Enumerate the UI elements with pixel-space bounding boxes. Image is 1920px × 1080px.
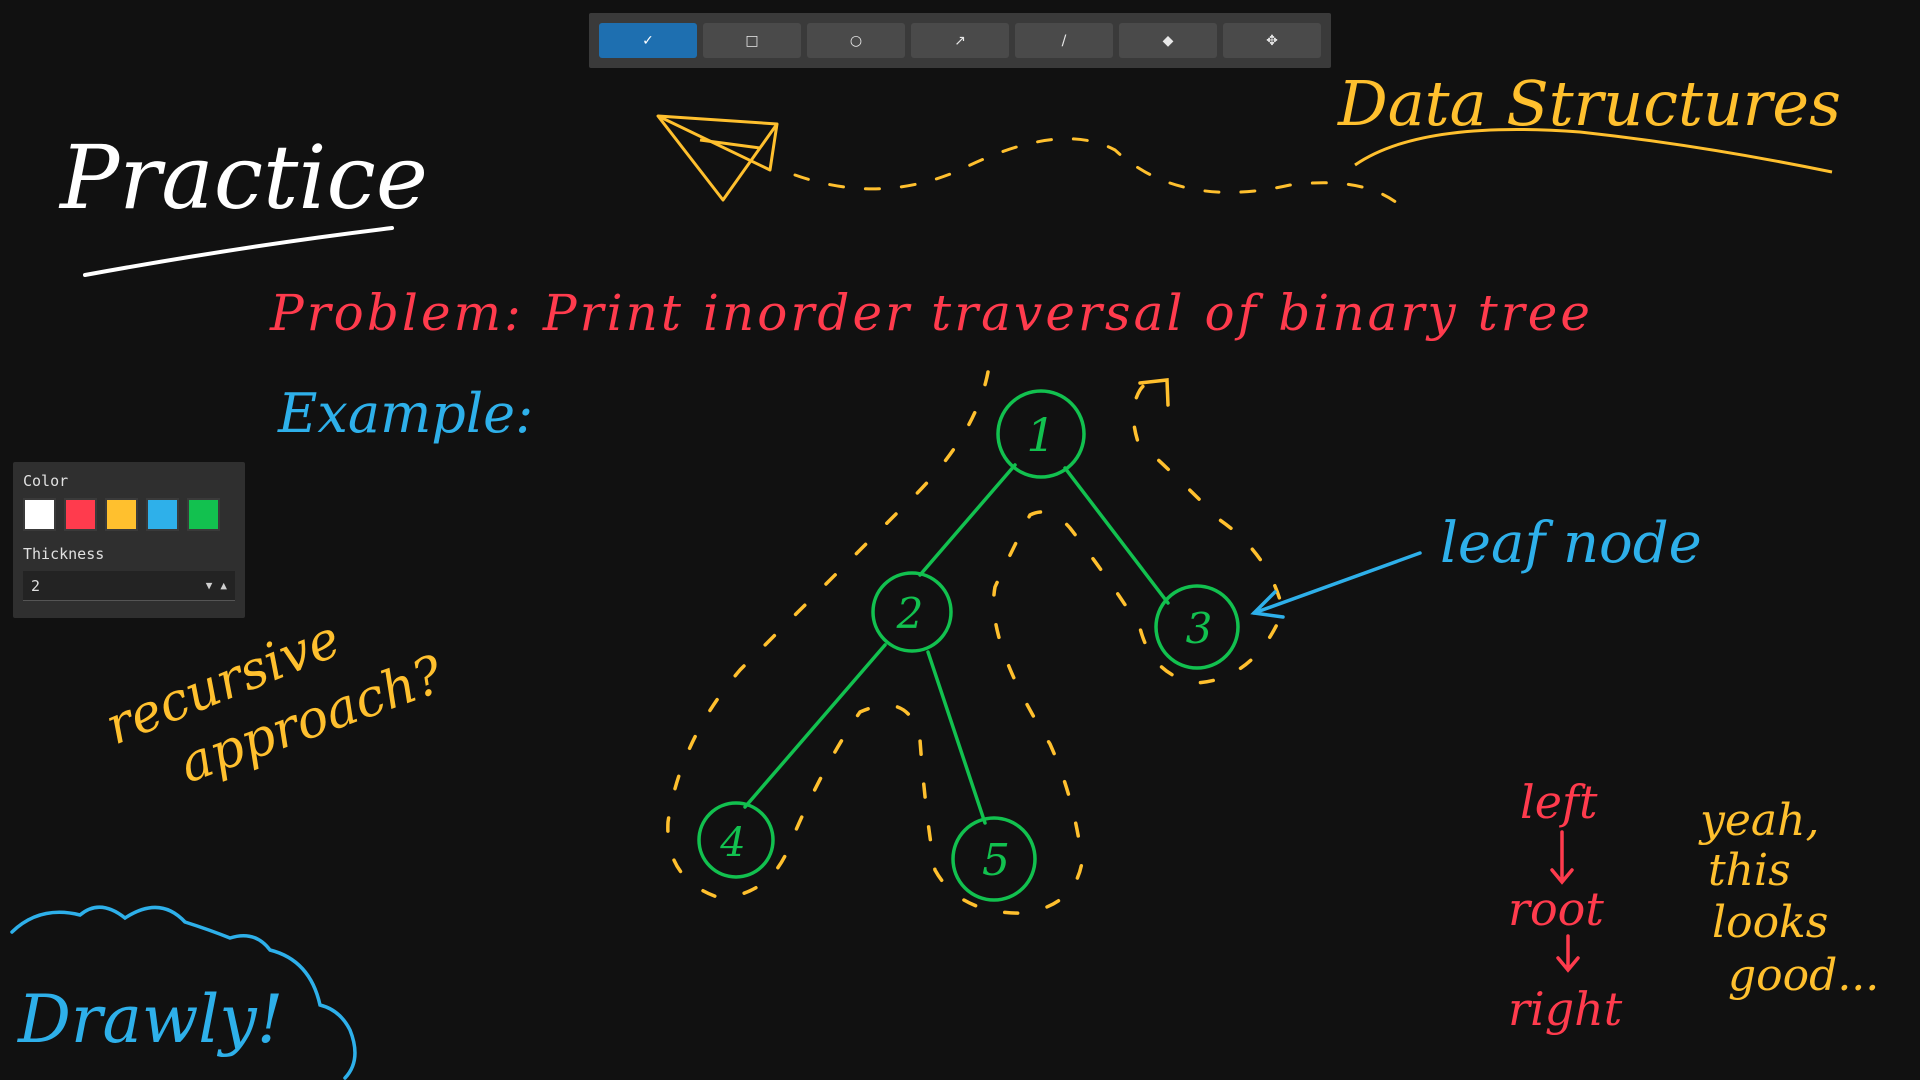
ellipse-tool-button[interactable]: ○ bbox=[807, 23, 905, 58]
svg-text:2: 2 bbox=[896, 589, 924, 638]
flight-path-dashed bbox=[793, 137, 1407, 212]
svg-text:4: 4 bbox=[719, 820, 745, 866]
ellipse-icon: ○ bbox=[849, 32, 863, 49]
traversal-arrowhead bbox=[1138, 378, 1170, 407]
traversal-path-dashed bbox=[666, 370, 1285, 915]
tool-toolbar: ✓ □ ○ ↗ / ◆ ✥ bbox=[589, 13, 1331, 68]
line-tool-button[interactable]: / bbox=[1015, 23, 1113, 58]
pencil-tool-button[interactable]: ✓ bbox=[599, 23, 697, 58]
edge-1-3 bbox=[1063, 466, 1170, 605]
chevron-up-icon[interactable]: ▲ bbox=[220, 579, 227, 592]
order-arrow-2 bbox=[1556, 934, 1580, 973]
title-underline bbox=[83, 226, 394, 277]
chevron-down-icon[interactable]: ▼ bbox=[205, 579, 213, 592]
subject-data-structures: Data Structures bbox=[1337, 67, 1841, 140]
edge-2-4 bbox=[743, 643, 887, 809]
thickness-label: Thickness bbox=[23, 545, 105, 563]
comment-line2: this bbox=[1708, 845, 1791, 896]
comment-line1: yeah, bbox=[1698, 795, 1819, 846]
tree-edges bbox=[743, 463, 1170, 825]
eraser-icon: ◆ bbox=[1162, 32, 1174, 49]
edge-2-5 bbox=[926, 650, 987, 825]
move-icon: ✥ bbox=[1266, 32, 1278, 49]
tree-node-2: 2 bbox=[871, 571, 953, 653]
move-tool-button[interactable]: ✥ bbox=[1223, 23, 1321, 58]
arrow-icon: ↗ bbox=[954, 32, 966, 49]
cloud-doodle bbox=[10, 905, 357, 1080]
pencil-icon: ✓ bbox=[642, 32, 654, 49]
comment-line4: good... bbox=[1728, 950, 1879, 1001]
leaf-node-label: leaf node bbox=[1440, 511, 1702, 576]
comment-line3: looks bbox=[1712, 897, 1828, 948]
problem-statement: Problem: Print inorder traversal of bina… bbox=[269, 284, 1590, 342]
example-label: Example: bbox=[277, 382, 533, 445]
tree-node-3: 3 bbox=[1154, 584, 1240, 670]
thickness-input[interactable]: 2 ▼ ▲ bbox=[23, 571, 235, 601]
svg-text:5: 5 bbox=[982, 835, 1010, 886]
thickness-spinner: ▼ ▲ bbox=[206, 579, 227, 592]
rectangle-icon: □ bbox=[745, 32, 759, 49]
rectangle-tool-button[interactable]: □ bbox=[703, 23, 801, 58]
tree-node-4: 4 bbox=[697, 801, 775, 879]
style-panel: Color Thickness 2 ▼ ▲ bbox=[13, 462, 245, 618]
thickness-value: 2 bbox=[31, 576, 41, 595]
eraser-tool-button[interactable]: ◆ bbox=[1119, 23, 1217, 58]
tree-node-1: 1 bbox=[996, 389, 1086, 479]
app-name-drawly: Drawly! bbox=[17, 981, 283, 1058]
color-label: Color bbox=[23, 472, 69, 490]
order-root: root bbox=[1508, 882, 1604, 936]
edge-1-2 bbox=[918, 463, 1017, 577]
order-arrow-1 bbox=[1550, 830, 1574, 885]
line-icon: / bbox=[1061, 32, 1067, 49]
swatch-yellow[interactable] bbox=[105, 498, 138, 531]
swatch-white[interactable] bbox=[23, 498, 56, 531]
arrow-tool-button[interactable]: ↗ bbox=[911, 23, 1009, 58]
tree-node-5: 5 bbox=[951, 816, 1037, 902]
svg-text:1: 1 bbox=[1026, 408, 1055, 462]
paper-plane-doodle bbox=[656, 114, 779, 202]
order-left: left bbox=[1520, 775, 1598, 829]
swatch-red[interactable] bbox=[64, 498, 97, 531]
order-right: right bbox=[1508, 982, 1623, 1036]
swatch-green[interactable] bbox=[187, 498, 220, 531]
color-swatches bbox=[23, 498, 235, 531]
leaf-arrow bbox=[1250, 551, 1422, 619]
title-practice: Practice bbox=[58, 126, 428, 229]
svg-text:3: 3 bbox=[1186, 604, 1213, 653]
subject-underline bbox=[1354, 128, 1833, 174]
swatch-blue[interactable] bbox=[146, 498, 179, 531]
